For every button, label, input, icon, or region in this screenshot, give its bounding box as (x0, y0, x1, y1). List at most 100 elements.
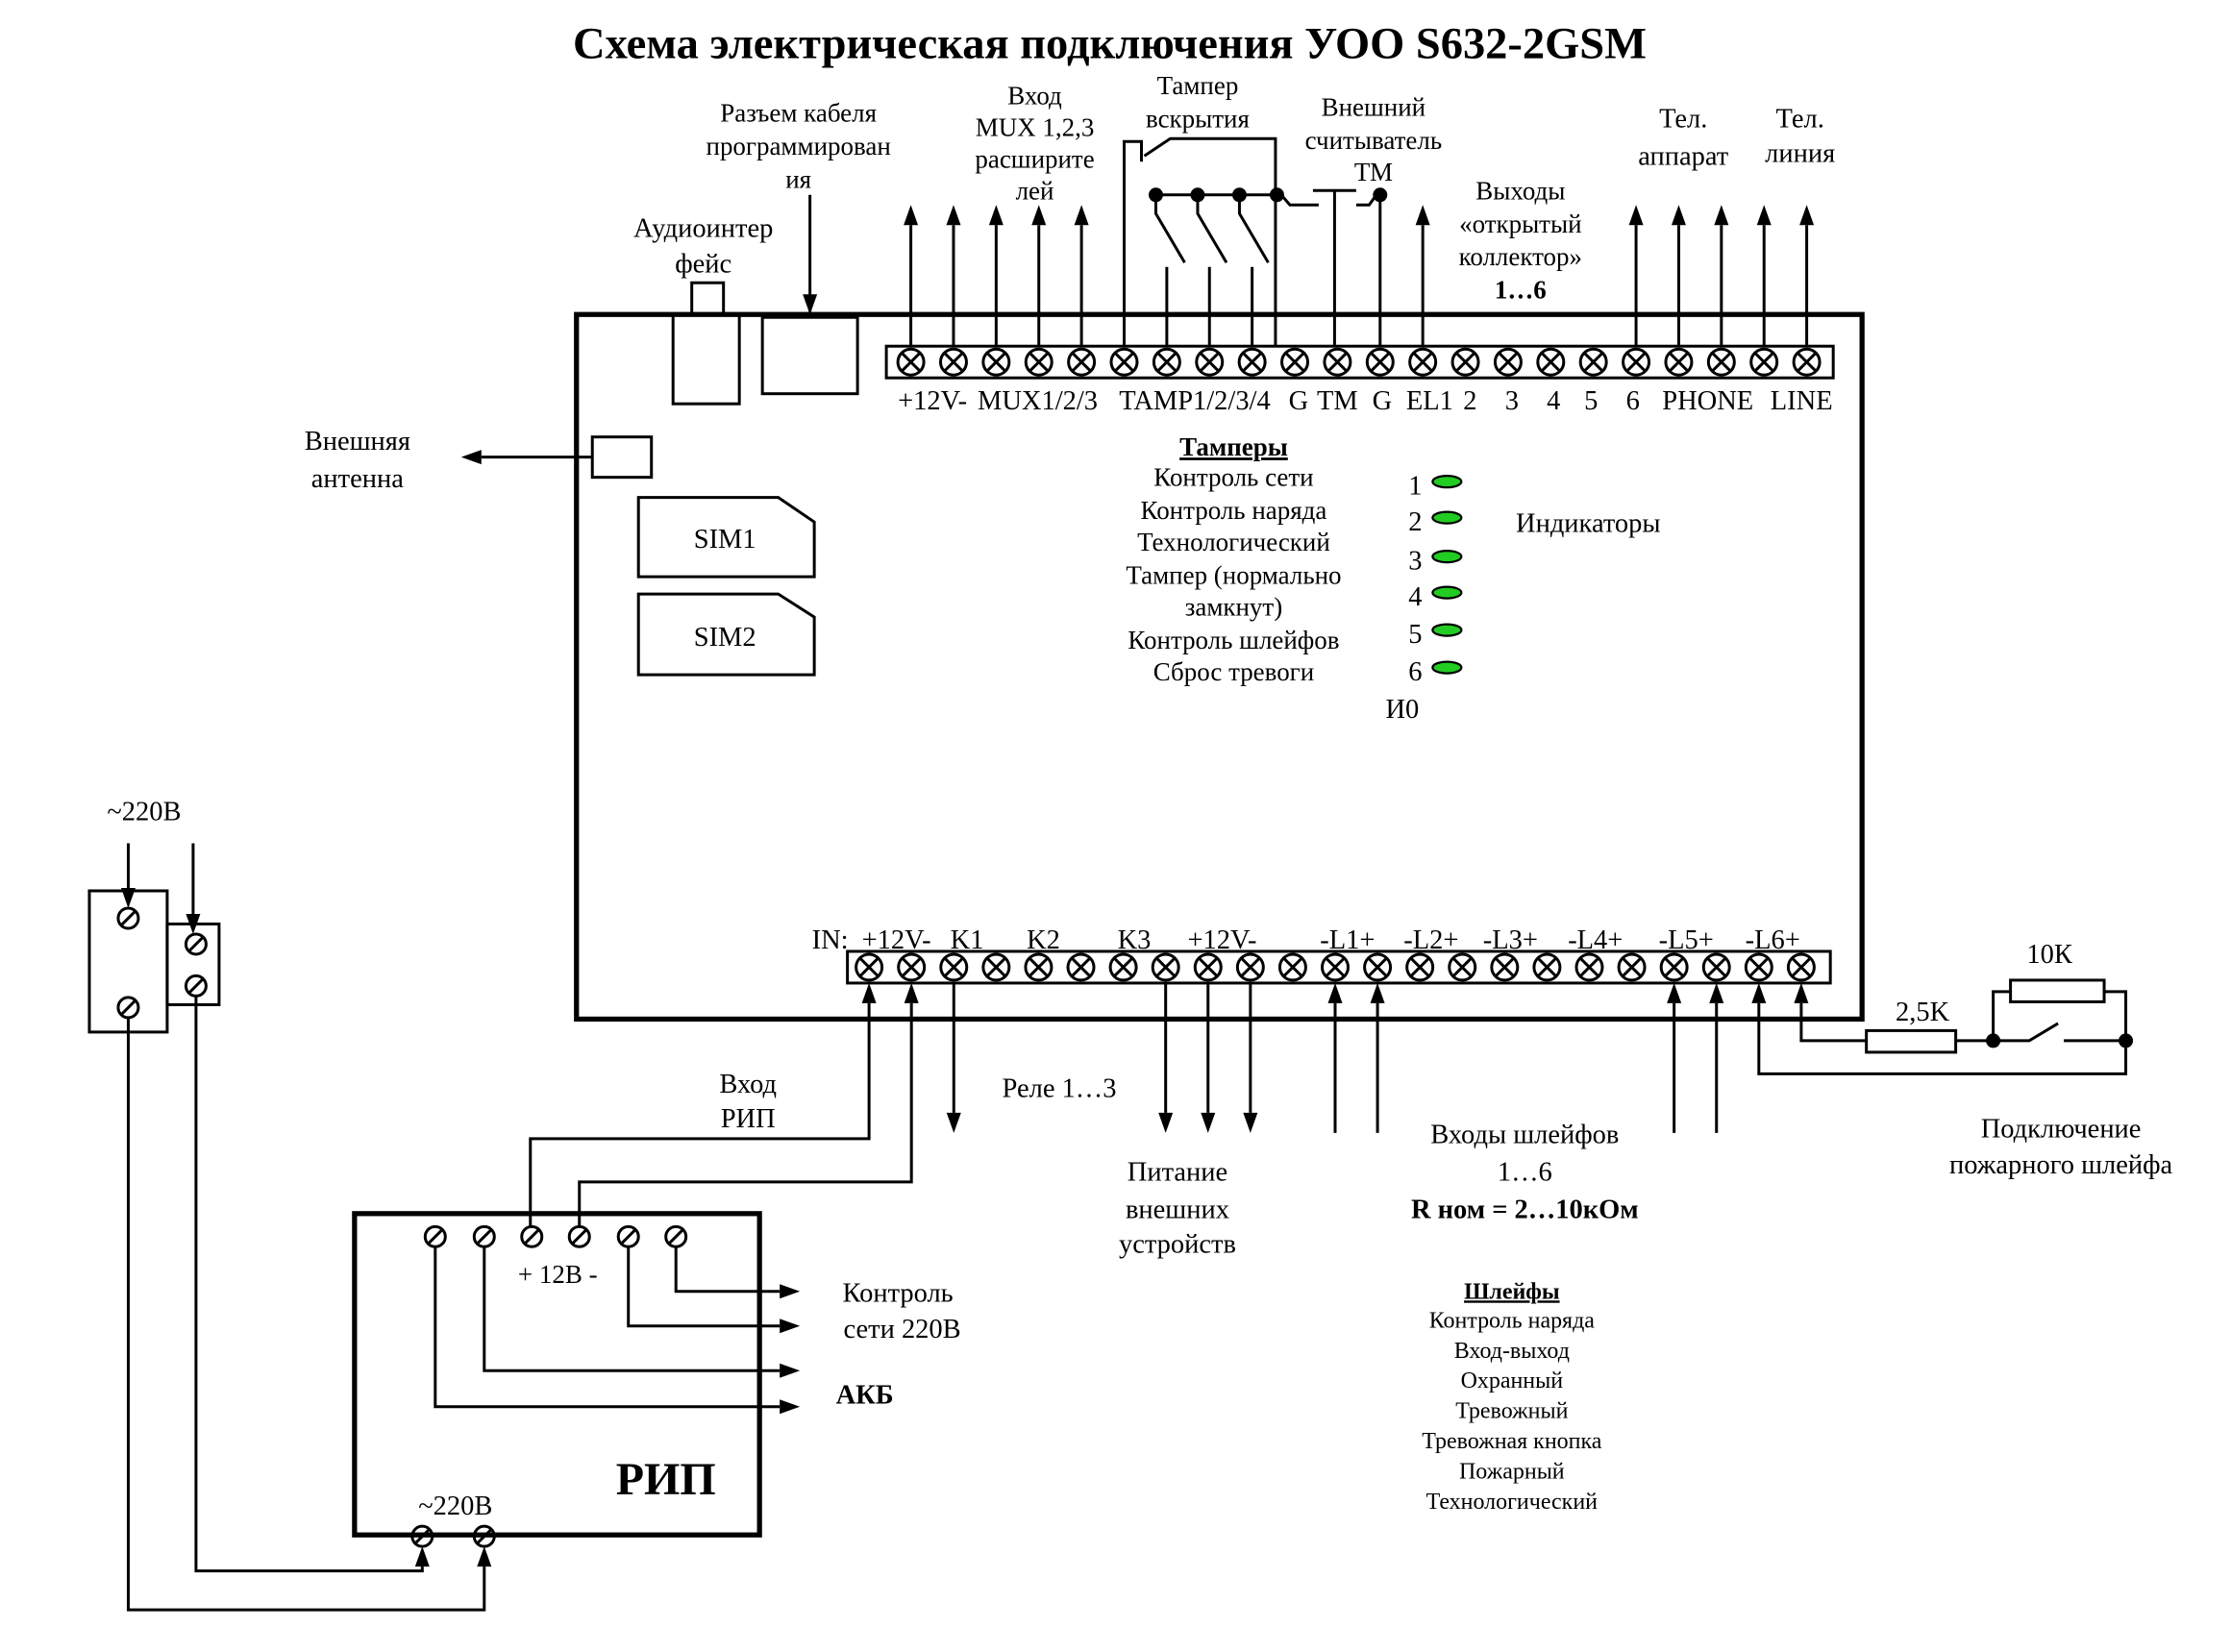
arrow-head (780, 1363, 801, 1378)
mux-label: расширите (975, 144, 1094, 173)
indicator-number: 1 (1408, 472, 1422, 502)
screw-terminal (1792, 347, 1822, 377)
terminal-circle (423, 1224, 447, 1248)
power-ext-label: внешних (1126, 1195, 1229, 1224)
arrow-head (1415, 205, 1430, 226)
arrow-head (1158, 1112, 1174, 1133)
junction-dot (1269, 187, 1284, 203)
arrow-head (477, 1546, 492, 1567)
terminal-slash (667, 1228, 684, 1245)
terminal-cross (1325, 957, 1346, 977)
arrow-head (1074, 205, 1089, 226)
screw-terminal (897, 952, 927, 982)
terminal-cross (1156, 352, 1177, 372)
arrow-head (1370, 982, 1385, 1003)
terminal-circle (1749, 347, 1779, 377)
relay-label: Реле 1…3 (1003, 1073, 1117, 1103)
mux-label: MUX 1,2,3 (976, 112, 1095, 141)
terminal-label: G (1289, 386, 1309, 416)
terminal-circle (1363, 952, 1393, 982)
terminal-circle (116, 906, 140, 930)
audio-jack-plug (690, 281, 726, 316)
terminal-slash (571, 1228, 588, 1245)
terminal-circle (184, 974, 208, 998)
tm-reader-label: считыватель (1305, 126, 1443, 155)
terminal-circle (1108, 952, 1138, 982)
terminal-circle (896, 347, 926, 377)
led-icon (1431, 510, 1463, 525)
fire-loop-wire (1955, 990, 2011, 1043)
tamper-item: Сброс тревоги (1153, 657, 1315, 686)
outputs-label: коллектор» (1459, 242, 1582, 271)
terminal-slash (620, 1228, 637, 1245)
terminal-circle (1706, 347, 1736, 377)
terminal-circle (1066, 952, 1096, 982)
terminal-cross (1498, 352, 1518, 372)
terminal-cross (1155, 957, 1176, 977)
terminal-cross (1200, 352, 1220, 372)
prog-cable-label: программирован (706, 132, 891, 160)
led-icon (1431, 623, 1463, 637)
terminal-label: 6 (1626, 386, 1640, 416)
mux-label: лей (1016, 176, 1054, 205)
tm-wire (1312, 188, 1356, 347)
screw-terminal (1363, 952, 1393, 982)
loop-item: Технологический (1426, 1490, 1599, 1515)
phone-line-label: линия (1765, 138, 1835, 168)
arrow-head (1243, 1112, 1258, 1133)
screw-terminal (1277, 952, 1307, 982)
fire-loop-label: пожарного шлейфа (1949, 1150, 2173, 1180)
audio-label: фейс (675, 250, 731, 280)
tamper-open-label: Тампер (1157, 71, 1239, 100)
terminal-circle (1701, 952, 1731, 982)
loop-item: Тревожный (1455, 1399, 1568, 1424)
fire-loop-wire (1799, 1002, 1867, 1043)
terminal-cross (1113, 957, 1133, 977)
rip-12v-label: + 12В - (518, 1260, 598, 1289)
tamper-switch (1237, 194, 1270, 264)
tamper-wire (1143, 136, 1277, 347)
terminal-cross (1622, 957, 1642, 977)
fire-loop-label: Подключение (1981, 1114, 2142, 1144)
terminal-circle (1323, 347, 1352, 377)
phone-set-label: аппарат (1638, 141, 1728, 171)
resistor-10k-label: 10К (2026, 940, 2072, 970)
terminal-cross (1579, 957, 1599, 977)
junction-dot (1373, 187, 1388, 203)
terminal-cross (1029, 957, 1049, 977)
outputs-label: 1…6 (1495, 276, 1547, 305)
antenna-connector (590, 435, 654, 480)
terminal-circle (855, 952, 884, 982)
loop-item: Охранный (1461, 1368, 1564, 1393)
indicator-number: 3 (1408, 547, 1422, 577)
loop-item: Пожарный (1459, 1460, 1565, 1485)
terminal-cross (1071, 957, 1091, 977)
arrow-head (1709, 982, 1724, 1003)
screw-terminal (1664, 347, 1694, 377)
terminal-circle (1448, 952, 1477, 982)
screw-terminal (1024, 952, 1054, 982)
screw-terminal (472, 1224, 496, 1248)
tm-wire (1279, 193, 1319, 207)
screw-terminal (1067, 347, 1097, 377)
terminal-cross (1706, 957, 1726, 977)
screw-terminal (1193, 952, 1223, 982)
bottom-terminal-block (846, 949, 1832, 985)
screw-terminal (1490, 952, 1520, 982)
terminal-cross (901, 352, 921, 372)
terminal-cross (944, 957, 964, 977)
terminal-circle (520, 1224, 544, 1248)
terminal-circle (1408, 347, 1438, 377)
terminal-label: MUX1/2/3 (978, 386, 1098, 416)
arrow-head (1327, 982, 1343, 1003)
terminal-label: IN: (812, 925, 849, 955)
terminal-cross (1029, 352, 1049, 372)
terminal-slash (523, 1228, 540, 1245)
screw-terminal (981, 952, 1011, 982)
terminal-cross (1495, 957, 1515, 977)
terminal-circle (1193, 952, 1223, 982)
screw-terminal (896, 347, 926, 377)
screw-terminal (1450, 347, 1480, 377)
terminal-cross (1711, 352, 1731, 372)
rip-mains-label: ~220В (418, 1492, 492, 1521)
